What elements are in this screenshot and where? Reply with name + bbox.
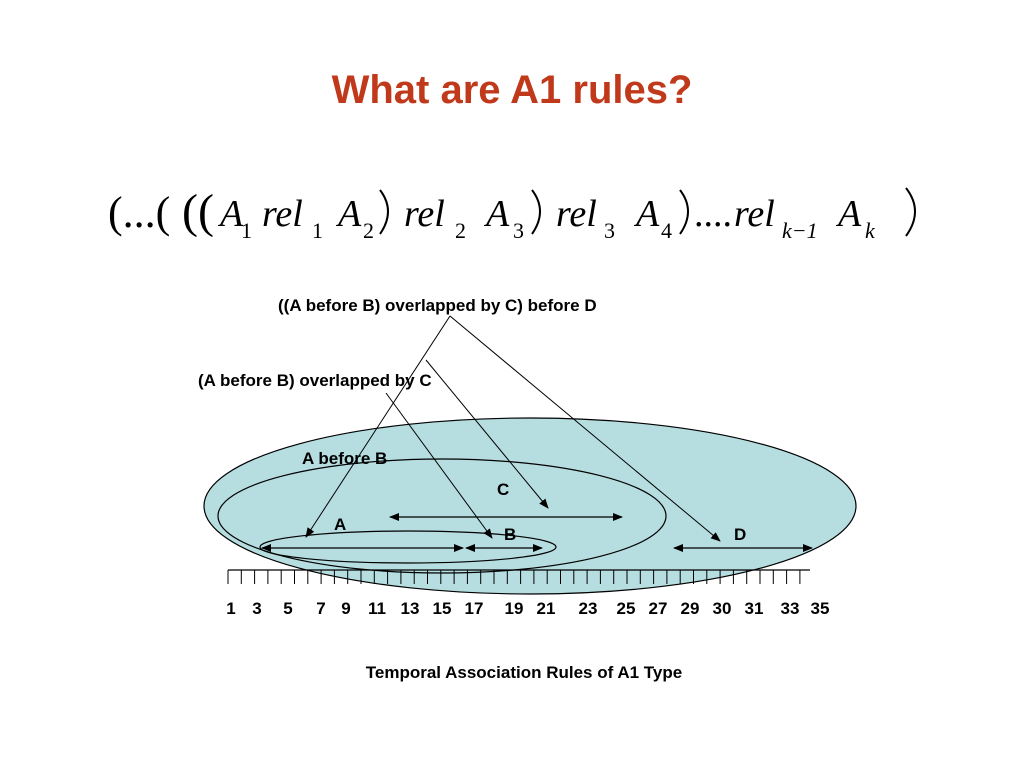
timeline-tick-label: 30 — [713, 599, 732, 618]
timeline-tick-label: 15 — [433, 599, 452, 618]
timeline-tick-label: 17 — [465, 599, 484, 618]
formula-sub-ak: k — [865, 218, 876, 243]
formula-sub-rel1: 1 — [312, 218, 323, 243]
timeline-tick-label: 7 — [316, 599, 325, 618]
interval-label-d: D — [734, 525, 746, 544]
formula-sub-a3: 3 — [513, 218, 524, 243]
formula-sub-rel2: 2 — [455, 218, 466, 243]
ellipse-abcd — [203, 417, 857, 595]
timeline-tick-label: 21 — [537, 599, 556, 618]
timeline-ticks — [227, 570, 801, 584]
label-abc: (A before B) overlapped by C — [198, 371, 432, 390]
ellipse-ab — [259, 530, 557, 564]
timeline-tick-label: 19 — [505, 599, 524, 618]
formula-sub-a1: 1 — [241, 218, 252, 243]
ellipse-abc — [217, 458, 667, 574]
timeline-tick-label: 35 — [811, 599, 830, 618]
formula-close-paren-3 — [679, 189, 689, 235]
formula-double-open: (( — [182, 185, 214, 238]
formula-close-paren-2 — [531, 189, 541, 235]
timeline-tick-label: 11 — [368, 599, 386, 618]
formula-term-a2: A — [335, 193, 362, 235]
formula-sub-relk1: k−1 — [782, 218, 818, 243]
diagram-caption: Temporal Association Rules of A1 Type — [366, 663, 682, 682]
formula-close-paren-4 — [905, 187, 916, 237]
formula-term-a1: A — [217, 193, 244, 235]
pointer-abcd-to-d — [449, 315, 721, 542]
timeline-tick-label: 33 — [781, 599, 800, 618]
timeline-tick-label: 27 — [649, 599, 668, 618]
formula-sub-a4: 4 — [661, 218, 672, 243]
label-abcd: ((A before B) overlapped by C) before D — [278, 296, 597, 315]
formula-sub-rel3: 3 — [604, 218, 615, 243]
formula-term-a4: A — [633, 193, 660, 235]
rule-formula: (...( (( A 1 rel 1 A 2 rel 2 A 3 rel 3 A… — [108, 185, 916, 243]
formula-ellipsis: .... — [694, 193, 732, 235]
interval-label-b: B — [504, 525, 516, 544]
pointer-abcd-to-ab — [305, 315, 451, 538]
timeline-tick-label: 23 — [579, 599, 598, 618]
timeline-tick-label: 31 — [745, 599, 764, 618]
timeline-tick-label: 5 — [283, 599, 292, 618]
timeline-tick-label: 1 — [226, 599, 235, 618]
timeline-tick-label: 3 — [252, 599, 261, 618]
a1-rule-diagram: ((A before B) overlapped by C) before D … — [198, 296, 857, 682]
formula-term-rel1: rel — [262, 193, 303, 235]
interval-label-a: A — [334, 515, 346, 534]
formula-term-ak: A — [835, 193, 862, 235]
timeline-tick-label: 9 — [341, 599, 350, 618]
formula-open-prefix: (...( — [108, 188, 170, 237]
formula-term-relk1: rel — [734, 193, 775, 235]
timeline-tick-label: 29 — [681, 599, 700, 618]
pointer-abc-to-b — [385, 392, 493, 539]
formula-term-rel2: rel — [404, 193, 445, 235]
formula-term-rel3: rel — [556, 193, 597, 235]
pointer-abc-to-c — [425, 359, 549, 509]
formula-term-a3: A — [483, 193, 510, 235]
slide-title: What are A1 rules? — [331, 68, 693, 112]
timeline-tick-label: 13 — [401, 599, 420, 618]
label-ab: A before B — [302, 449, 387, 468]
formula-sub-a2: 2 — [363, 218, 374, 243]
interval-label-c: C — [497, 480, 509, 499]
timeline-tick-label: 25 — [617, 599, 636, 618]
formula-close-paren-1 — [379, 189, 389, 235]
